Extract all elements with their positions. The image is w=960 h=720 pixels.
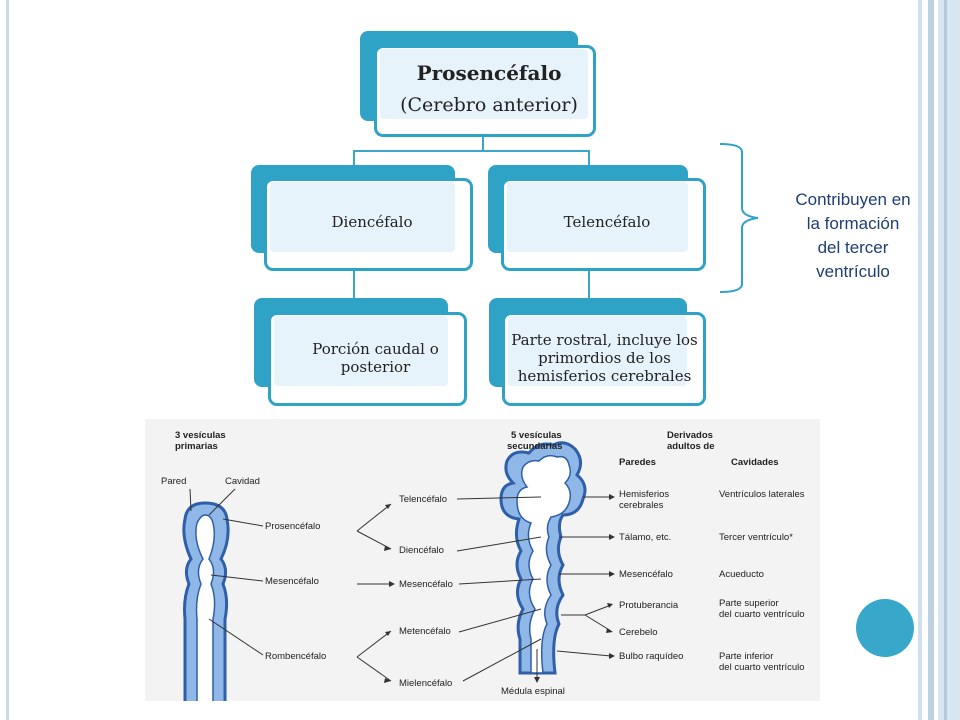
header-derivatives-1: Derivados: [667, 430, 713, 441]
note-line-2: la formación: [806, 214, 900, 233]
label-secondary-mielencefalo: Mielencéfalo: [399, 678, 453, 689]
label-cavity-superior-2: del cuarto ventrículo: [719, 609, 805, 620]
header-secondary-1: 5 vesículas: [511, 430, 562, 441]
connector-root-down: [482, 135, 484, 151]
label-cavity-acueducto: Acueducto: [719, 569, 764, 580]
note-line-4: ventrículo: [816, 262, 890, 281]
box-telencefalo-detail: Parte rostral, incluye los primordios de…: [489, 298, 706, 406]
label-cavity-superior-1: Parte superior: [719, 598, 779, 609]
header-primary-1: 3 vesículas: [175, 430, 226, 441]
label-wall-hemisferios: Hemisferios: [619, 489, 670, 500]
label-cavity-inferior-2: del cuarto ventrículo: [719, 662, 805, 673]
label-primary-mesencefalo: Mesencéfalo: [265, 576, 319, 587]
header-primary-2: primarias: [175, 441, 218, 452]
label-secondary-diencefalo: Diencéfalo: [399, 545, 444, 556]
connector-left-down: [353, 150, 355, 166]
telencefalo-detail-text: Parte rostral, incluye los primordios de…: [511, 331, 698, 385]
label-medula-espinal: Médula espinal: [501, 686, 565, 697]
vesicle-diagram: 3 vesículas primarias 5 vesículas secund…: [145, 419, 820, 701]
prosencefalo-title: Prosencéfalo: [416, 61, 562, 85]
label-cavity-tercer-ventriculo: Tercer ventrículo*: [719, 532, 793, 543]
header-derivatives-2: adultos de: [667, 441, 715, 452]
connector-left-detail: [353, 268, 355, 300]
label-primary-prosencefalo: Prosencéfalo: [265, 521, 321, 532]
note-line-3: del tercer: [817, 238, 889, 257]
diencefalo-title: Diencéfalo: [331, 213, 413, 231]
primary-cavity: [195, 514, 216, 701]
header-secondary-2: secundarias: [507, 441, 563, 452]
label-primary-rombencefalo: Rombencéfalo: [265, 651, 327, 662]
label-secondary-telencefalo: Telencéfalo: [399, 494, 448, 505]
slide-right-border-line: [944, 0, 947, 720]
connector-right-down: [588, 150, 590, 166]
label-wall-mesencefalo: Mesencéfalo: [619, 569, 673, 580]
label-wall-talamo: Tálamo, etc.: [619, 532, 672, 543]
decorative-circle: [856, 599, 914, 657]
label-cavidad: Cavidad: [225, 476, 260, 487]
connector-right-detail: [588, 268, 590, 300]
header-cavities: Cavidades: [731, 457, 779, 468]
slide-right-border-stripe: [928, 0, 934, 720]
label-wall-bulbo: Bulbo raquídeo: [619, 651, 684, 662]
prosencefalo-subtitle: (Cerebro anterior): [400, 94, 578, 116]
bracket-note: Contribuyen en la formación del tercer v…: [778, 188, 928, 284]
label-pared: Pared: [161, 476, 187, 487]
slide-left-border: [6, 0, 9, 720]
label-wall-cerebrales: cerebrales: [619, 500, 664, 511]
box-telencefalo: Telencéfalo: [488, 165, 706, 271]
vesicle-drawing: [182, 441, 615, 701]
slide-right-border-band: [938, 0, 960, 720]
connector-horizontal: [353, 150, 590, 152]
bracket: [719, 143, 759, 293]
label-secondary-metencefalo: Metencéfalo: [399, 626, 451, 637]
label-cavity-inferior-1: Parte inferior: [719, 651, 774, 662]
header-walls: Paredes: [619, 457, 656, 468]
box-diencefalo: Diencéfalo: [251, 165, 473, 271]
label-wall-protuberancia: Protuberancia: [619, 600, 679, 611]
label-wall-cerebelo: Cerebelo: [619, 627, 658, 638]
label-cavity-ventriculos-laterales: Ventrículos laterales: [719, 489, 805, 500]
diencefalo-detail-text: Porción caudal o posterior: [312, 340, 439, 376]
box-diencefalo-detail: Porción caudal o posterior: [254, 298, 467, 406]
telencefalo-title: Telencéfalo: [563, 213, 651, 231]
secondary-cavity: [516, 454, 572, 674]
slide-right-border: [918, 0, 922, 720]
note-line-1: Contribuyen en: [795, 190, 911, 209]
box-prosencefalo: Prosencéfalo (Cerebro anterior): [360, 31, 596, 137]
label-secondary-mesencefalo: Mesencéfalo: [399, 579, 453, 590]
